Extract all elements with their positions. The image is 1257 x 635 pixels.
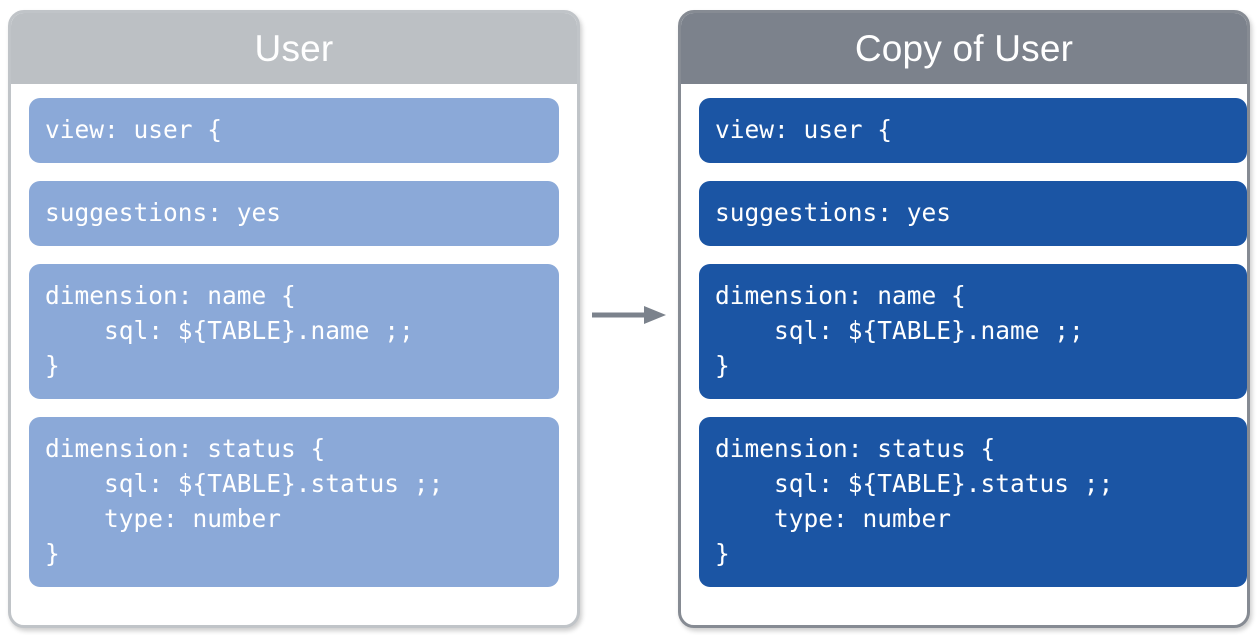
code-block-suggestions: suggestions: yes [699,181,1247,246]
panel-source-body: view: user { suggestions: yes dimension:… [11,84,577,597]
code-block-dimension-status: dimension: status { sql: ${TABLE}.status… [29,417,559,587]
panel-copy-title: Copy of User [681,13,1247,84]
code-block-view: view: user { [699,98,1247,163]
code-block-dimension-name: dimension: name { sql: ${TABLE}.name ;; … [29,264,559,399]
code-block-suggestions: suggestions: yes [29,181,559,246]
panel-source-title: User [11,13,577,84]
panel-copy-user: Copy of User view: user { suggestions: y… [678,10,1250,628]
code-block-view: view: user { [29,98,559,163]
arrow-right-icon [592,306,666,324]
panel-copy-body: view: user { suggestions: yes dimension:… [681,84,1247,597]
code-block-dimension-status: dimension: status { sql: ${TABLE}.status… [699,417,1247,587]
panel-source-user: User view: user { suggestions: yes dimen… [8,10,580,628]
code-block-dimension-name: dimension: name { sql: ${TABLE}.name ;; … [699,264,1247,399]
